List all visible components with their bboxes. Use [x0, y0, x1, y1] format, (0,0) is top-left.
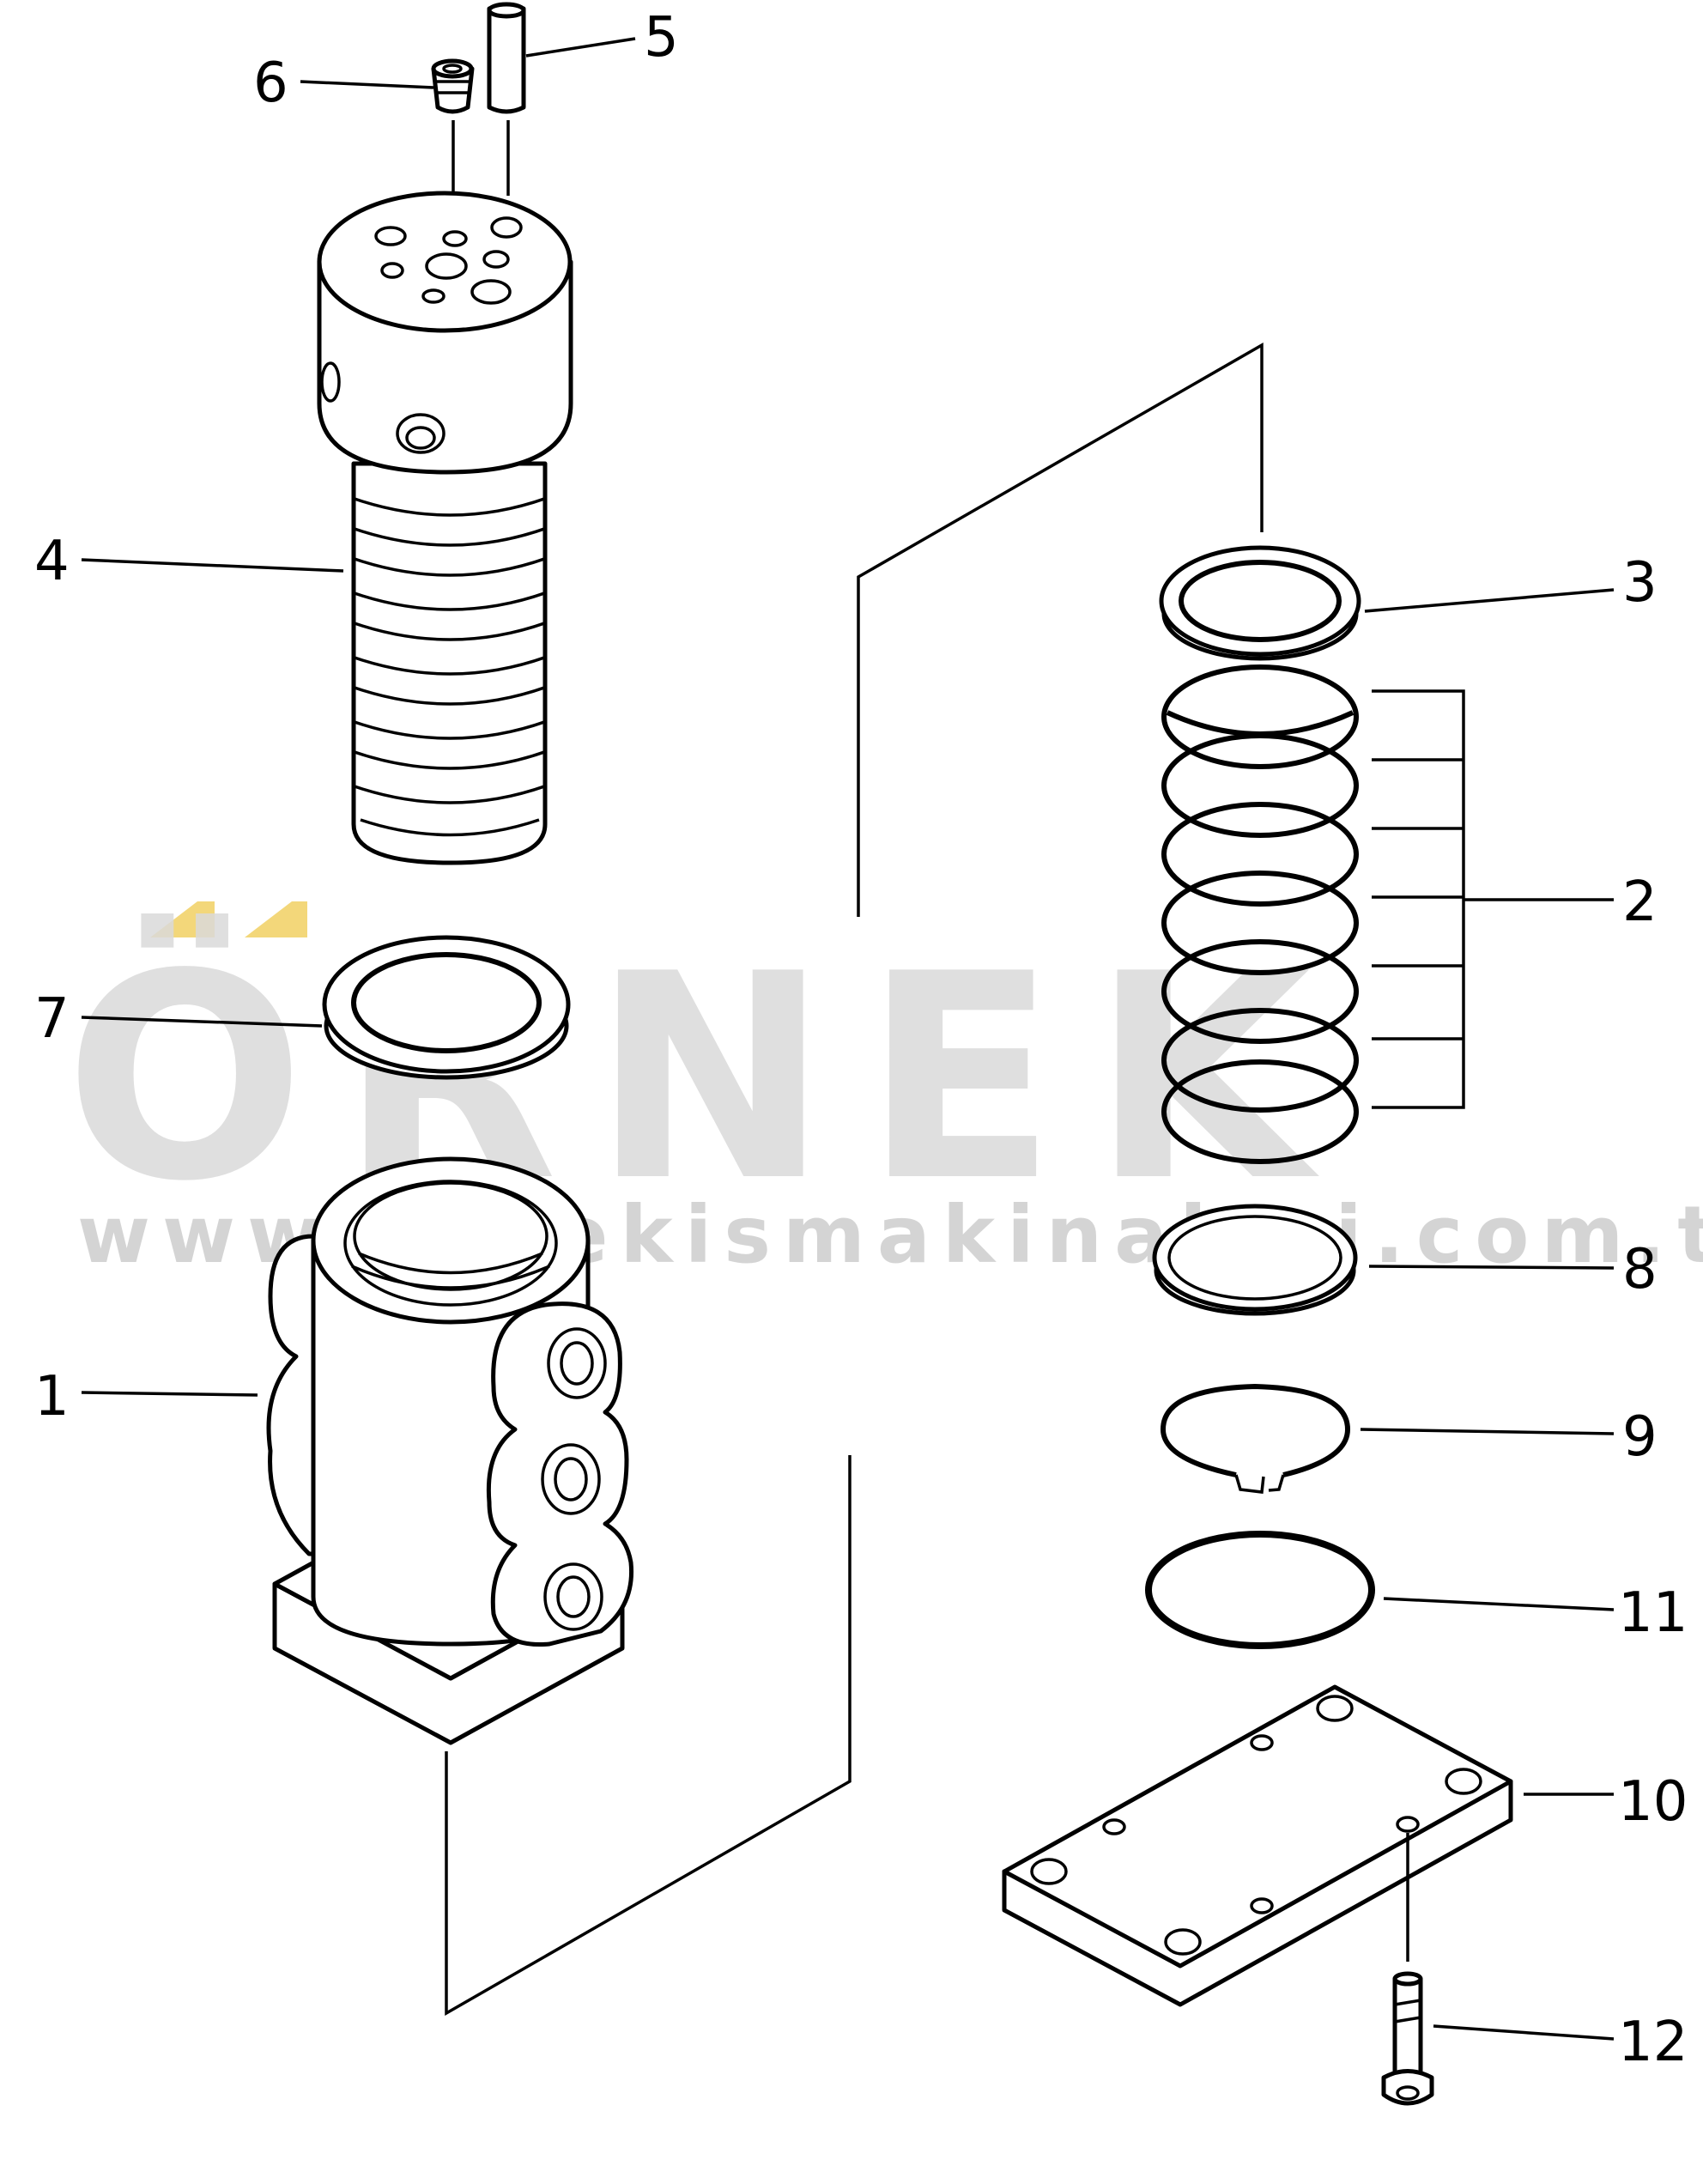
callout-12: 12	[1618, 2011, 1688, 2074]
callout-8: 8	[1622, 1238, 1658, 1301]
part-11-o-ring	[1145, 1531, 1375, 1649]
callout-9: 9	[1622, 1405, 1658, 1469]
assembly-frame-lines	[445, 342, 1264, 2017]
callout-7: 7	[34, 987, 70, 1051]
callout-11: 11	[1618, 1581, 1688, 1645]
leader-lines	[81, 37, 1615, 2041]
part-1-body	[266, 1156, 634, 1745]
callout-labels: 5 6 4 3 2 7 8 1 9 11 10 12	[34, 6, 1688, 2074]
part-2-ring-stack	[1161, 664, 1359, 1164]
part-9-snap-ring	[1160, 1383, 1351, 1494]
rotor-side-port-left	[320, 361, 341, 403]
part-10-cover-plate	[1002, 1684, 1513, 2007]
part-6-plug	[431, 58, 475, 196]
rotor-grooves	[351, 496, 548, 837]
watermark-accent-left	[150, 901, 215, 937]
body-port-holes	[541, 1327, 607, 1631]
frame-line-bottom	[445, 1455, 852, 2017]
rotor-side-port-front	[396, 413, 445, 454]
callout-3: 3	[1622, 551, 1658, 615]
callout-10: 10	[1618, 1770, 1688, 1834]
part-12-bolt	[1381, 1971, 1434, 2106]
watermark-accent-right	[245, 901, 307, 937]
rotor-top-ports	[374, 216, 523, 305]
part-3-ring	[1159, 545, 1361, 661]
cover-bolt-holes	[1030, 1695, 1482, 1956]
callout-5: 5	[644, 6, 679, 70]
watermark-brand: ÖRNEK	[64, 911, 1345, 1243]
watermark: ÖRNEK www.ornekismakinalari.com.tr	[64, 901, 1703, 1281]
part-7-seal	[322, 935, 571, 1080]
part-4-rotor	[317, 191, 573, 865]
part-5-pin	[487, 2, 526, 196]
part-8-ring	[1152, 1204, 1358, 1316]
callout-4: 4	[34, 530, 70, 593]
frame-line-right	[857, 342, 1264, 917]
callout-2: 2	[1622, 871, 1658, 934]
callout-6: 6	[253, 52, 288, 115]
callout-1: 1	[34, 1365, 70, 1429]
